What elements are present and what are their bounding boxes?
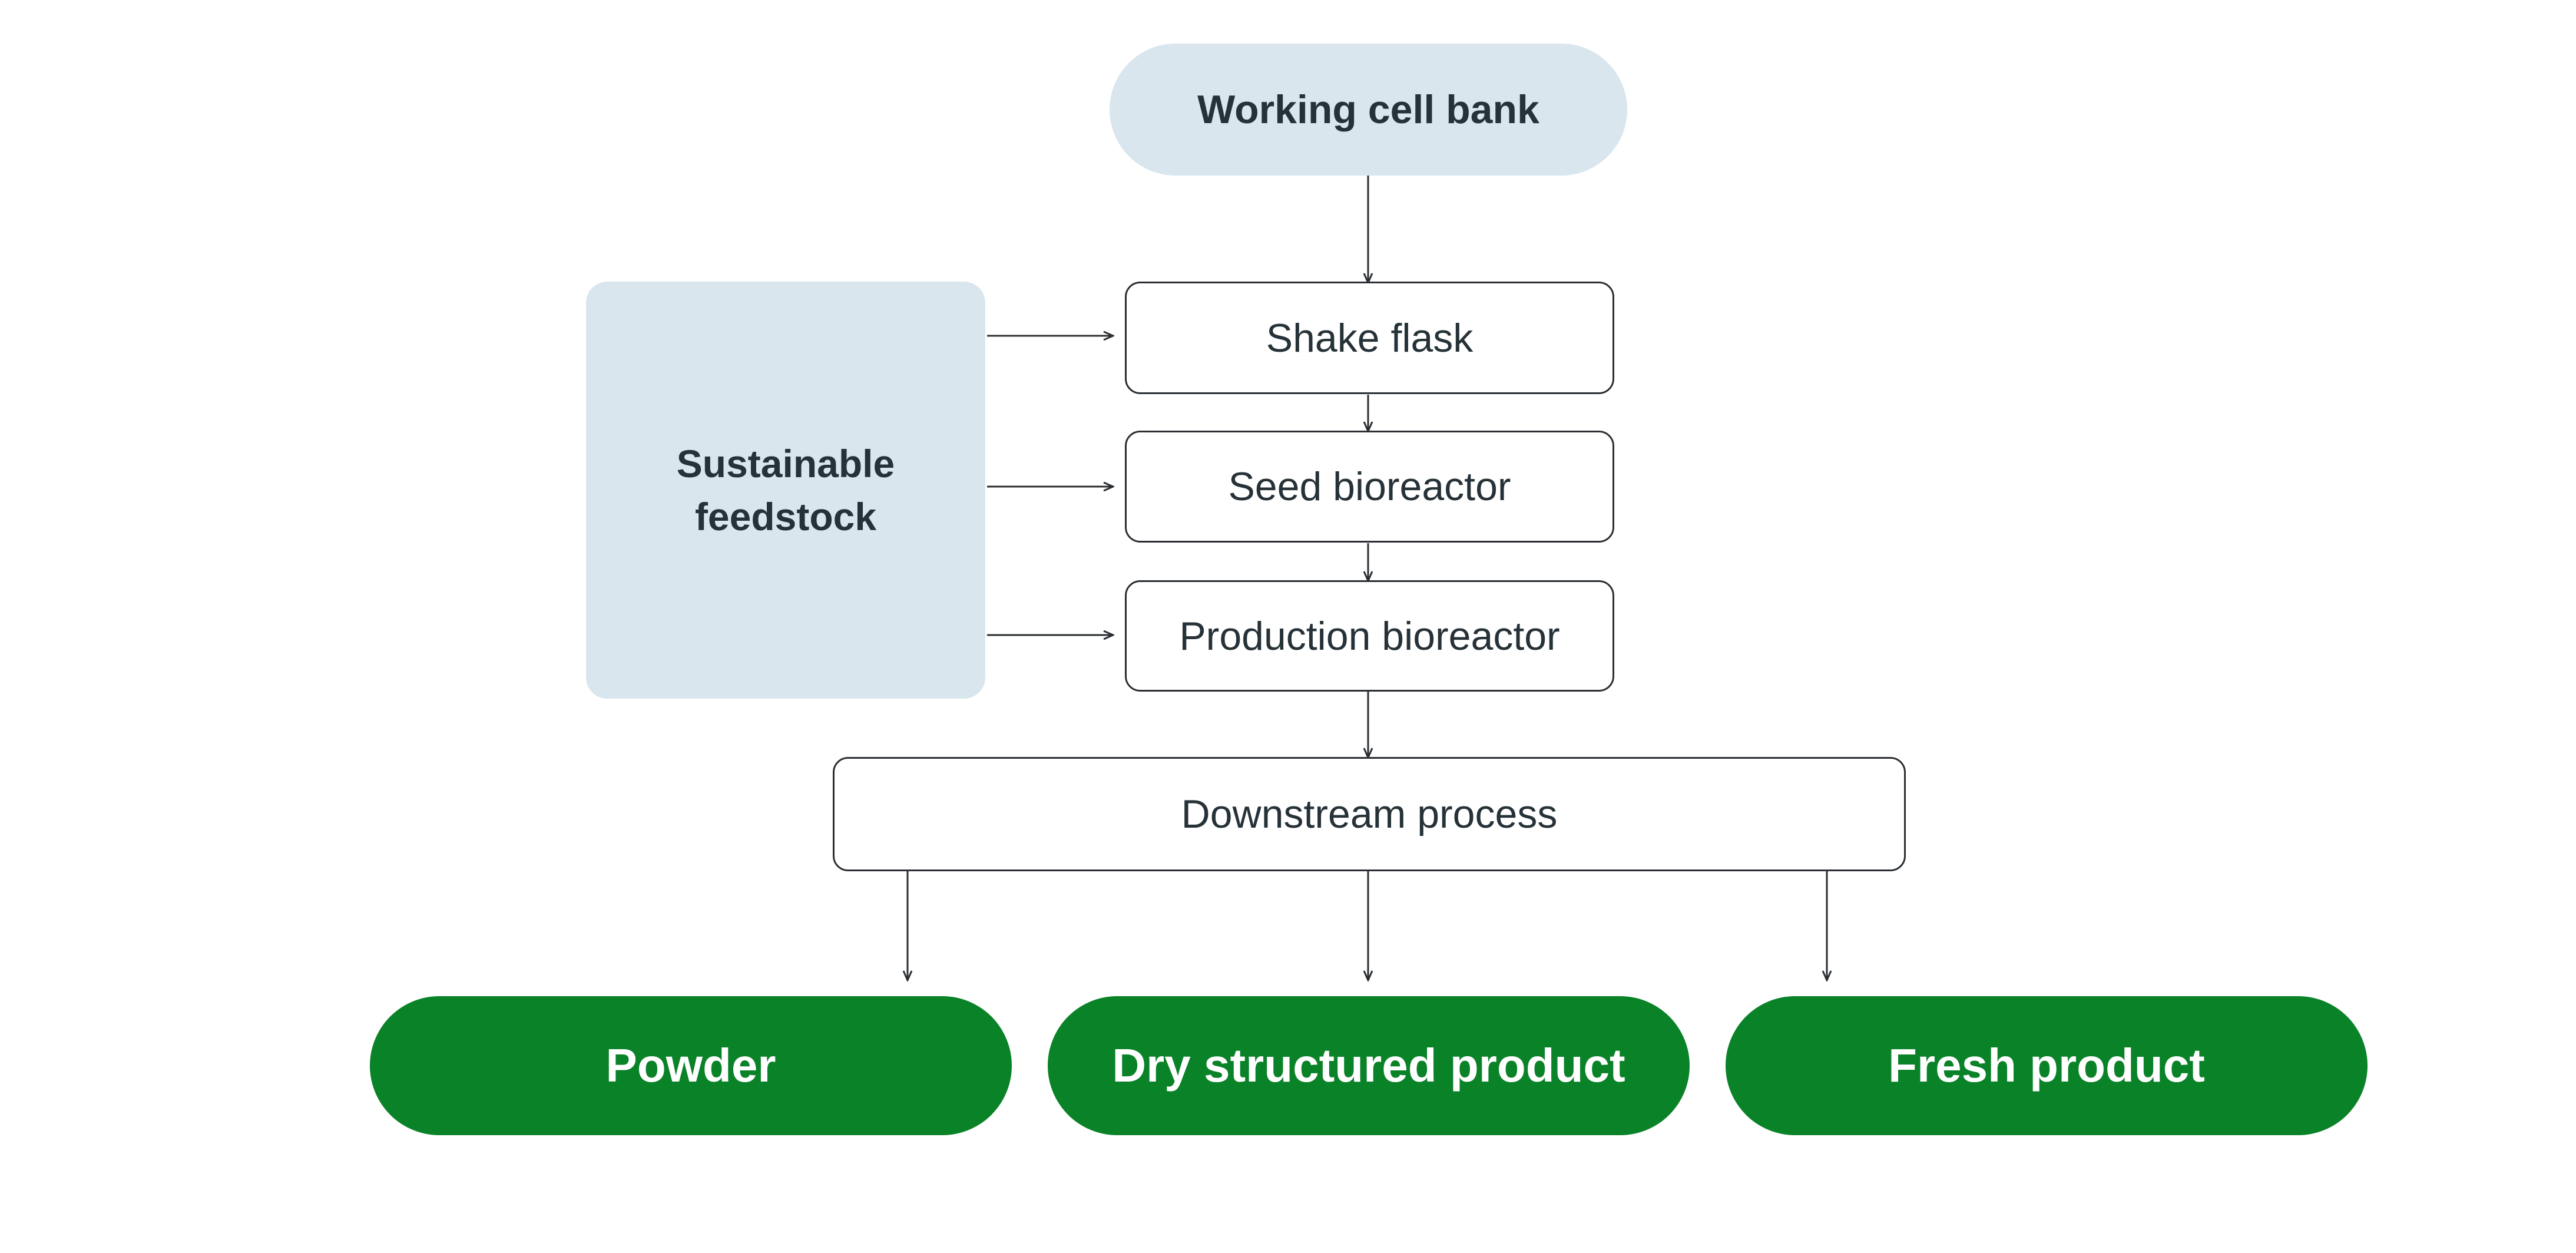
downstream-process-node: Downstream process [833, 757, 1906, 871]
dry-structured-product-node: Dry structured product [1048, 996, 1690, 1135]
fresh-product-node: Fresh product [1726, 996, 2368, 1135]
powder-node: Powder [370, 996, 1012, 1135]
downstream-process-label: Downstream process [1181, 792, 1558, 837]
seed-bioreactor-label: Seed bioreactor [1228, 464, 1511, 509]
production-bioreactor-label: Production bioreactor [1179, 613, 1560, 659]
working-cell-bank-node: Working cell bank [1110, 44, 1627, 176]
shake-flask-node: Shake flask [1125, 282, 1614, 394]
seed-bioreactor-node: Seed bioreactor [1125, 431, 1614, 543]
dry-structured-product-label: Dry structured product [1112, 1039, 1625, 1092]
shake-flask-label: Shake flask [1266, 315, 1474, 361]
sustainable-feedstock-label: Sustainable feedstock [676, 442, 895, 538]
production-bioreactor-node: Production bioreactor [1125, 580, 1614, 692]
sustainable-feedstock-node: Sustainable feedstock [586, 282, 985, 699]
fresh-product-label: Fresh product [1888, 1039, 2205, 1092]
working-cell-bank-label: Working cell bank [1197, 87, 1539, 132]
powder-label: Powder [605, 1039, 776, 1092]
